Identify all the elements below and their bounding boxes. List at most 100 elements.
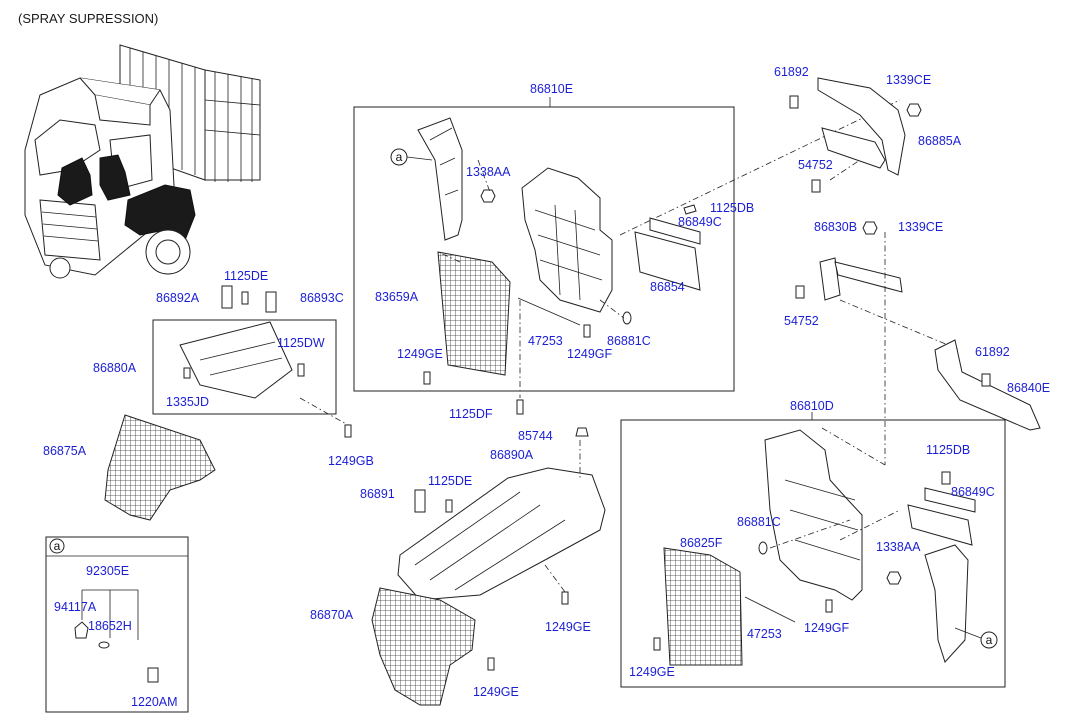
bolt-1125DE-mid xyxy=(445,499,453,513)
nut-1339CE-mid xyxy=(862,221,878,235)
label-86825F[interactable]: 86825F xyxy=(680,536,723,550)
label-86840E[interactable]: 86840E xyxy=(1007,381,1050,395)
label-61892-mid[interactable]: 61892 xyxy=(975,345,1010,359)
bolt-1249GE-low xyxy=(487,657,495,671)
group-box-86810E xyxy=(353,106,735,392)
label-1249GE-mid[interactable]: 1249GE xyxy=(545,620,591,634)
group-box-86880A xyxy=(152,319,337,415)
label-54752-mid[interactable]: 54752 xyxy=(784,314,819,328)
nut-1338AA-top xyxy=(480,189,496,203)
label-1339CE-top[interactable]: 1339CE xyxy=(886,73,931,87)
mudguard-86875A-group xyxy=(104,414,216,521)
label-1125DW[interactable]: 1125DW xyxy=(277,336,325,350)
label-86892A[interactable]: 86892A xyxy=(156,291,200,305)
label-86890A[interactable]: 86890A xyxy=(490,448,534,462)
legend-marker-a-label: a xyxy=(54,539,61,553)
label-1249GE-bot[interactable]: 1249GE xyxy=(629,665,675,679)
label-86885A[interactable]: 86885A xyxy=(918,134,962,148)
label-47253-top[interactable]: 47253 xyxy=(528,334,563,348)
assembly-86880A xyxy=(152,285,352,438)
nut-1338AA-bot xyxy=(886,571,902,585)
label-86810E[interactable]: 86810E xyxy=(530,82,573,96)
label-1249GE-low[interactable]: 1249GE xyxy=(473,685,519,699)
label-1249GE-top[interactable]: 1249GE xyxy=(397,347,443,361)
strip-86854 xyxy=(634,231,701,291)
label-1220AM[interactable]: 1220AM xyxy=(131,695,178,709)
bolt-1249GE-mid xyxy=(561,591,569,605)
bracket-86830B-arm xyxy=(834,261,903,293)
label-1339CE-mid[interactable]: 1339CE xyxy=(898,220,943,234)
bolt-54752-top xyxy=(811,179,821,193)
label-85744[interactable]: 85744 xyxy=(518,429,553,443)
bracket-86830B-group xyxy=(795,221,961,465)
label-86854[interactable]: 86854 xyxy=(650,280,685,294)
grommet-18652H xyxy=(98,641,110,649)
label-1249GF-top[interactable]: 1249GF xyxy=(567,347,613,361)
bolt-54752-mid xyxy=(795,285,805,299)
bolt-1125DE-left xyxy=(241,291,249,305)
label-1125DE-mid[interactable]: 1125DE xyxy=(428,474,472,488)
legend-marker-a xyxy=(49,538,65,554)
bolt-1249GB xyxy=(344,424,352,438)
marker-a-bot xyxy=(980,631,998,649)
bolt-1249GF-bot xyxy=(825,599,833,613)
label-54752-top[interactable]: 54752 xyxy=(798,158,833,172)
bracket-strip-top xyxy=(417,117,463,241)
bolt-1249GE-bot xyxy=(653,637,661,651)
label-86810D[interactable]: 86810D xyxy=(790,399,834,413)
label-1125DB-top[interactable]: 1125DB xyxy=(710,201,754,215)
mudflap-86825F xyxy=(663,547,743,666)
label-92305E[interactable]: 92305E xyxy=(86,564,129,578)
label-18652H[interactable]: 18652H xyxy=(88,619,132,633)
mudguard-86870A xyxy=(371,587,476,706)
mudguard-86870A-group xyxy=(371,587,495,706)
bolt-1125DF xyxy=(516,399,524,415)
label-1125DF[interactable]: 1125DF xyxy=(449,407,493,421)
strip-86849C-top xyxy=(649,217,701,245)
bolt-1249GF-top xyxy=(583,324,591,338)
label-1249GF-bot[interactable]: 1249GF xyxy=(804,621,850,635)
label-83659A[interactable]: 83659A xyxy=(375,290,419,304)
fender-86890A-group xyxy=(397,427,606,605)
bolt-1125DB-top xyxy=(683,204,697,215)
bolt-1125DW xyxy=(297,363,305,377)
nut-1339CE-top xyxy=(906,103,922,117)
label-47253-bot[interactable]: 47253 xyxy=(747,627,782,641)
label-86893C[interactable]: 86893C xyxy=(300,291,344,305)
label-86830B[interactable]: 86830B xyxy=(814,220,857,234)
label-1249GB[interactable]: 1249GB xyxy=(328,454,374,468)
truck-illustration xyxy=(24,44,261,279)
label-86891[interactable]: 86891 xyxy=(360,487,395,501)
bolt-61892-mid xyxy=(981,373,991,387)
bolt-1220AM xyxy=(147,667,159,683)
label-86849C-top[interactable]: 86849C xyxy=(678,215,722,229)
bolt-61892-top xyxy=(789,95,799,109)
assembly-86810D: a xyxy=(620,412,1006,688)
group-box-86810D xyxy=(620,419,1006,688)
label-1125DB-bot[interactable]: 1125DB xyxy=(926,443,970,457)
mudflap-83659A xyxy=(437,251,511,376)
label-86881C-bot[interactable]: 86881C xyxy=(737,515,781,529)
label-86849C-bot[interactable]: 86849C xyxy=(951,485,995,499)
label-86880A[interactable]: 86880A xyxy=(93,361,137,375)
nut-86881C-bot xyxy=(758,541,768,555)
bracket-strip-bot xyxy=(924,544,969,663)
label-86875A[interactable]: 86875A xyxy=(43,444,87,458)
label-1338AA-bot[interactable]: 1338AA xyxy=(876,540,921,554)
legend-frame xyxy=(45,536,189,713)
label-86870A[interactable]: 86870A xyxy=(310,608,354,622)
label-1335JD[interactable]: 1335JD xyxy=(166,395,209,409)
label-94117A[interactable]: 94117A xyxy=(54,600,97,614)
label-86881C-top[interactable]: 86881C xyxy=(607,334,651,348)
bracket-86893C xyxy=(265,291,277,313)
strip-86849C-bot xyxy=(924,487,976,513)
label-1338AA-top[interactable]: 1338AA xyxy=(466,165,511,179)
mudguard-86875A xyxy=(104,414,216,521)
marker-a-bot-label: a xyxy=(986,633,993,647)
label-1125DE-left[interactable]: 1125DE xyxy=(224,269,268,283)
clip-94117A xyxy=(74,621,89,639)
part-labels: 86810E 61892 1339CE 86885A 54752 86830B … xyxy=(43,65,1050,709)
assembly-86810E: a xyxy=(353,97,901,415)
label-61892-top[interactable]: 61892 xyxy=(774,65,809,79)
